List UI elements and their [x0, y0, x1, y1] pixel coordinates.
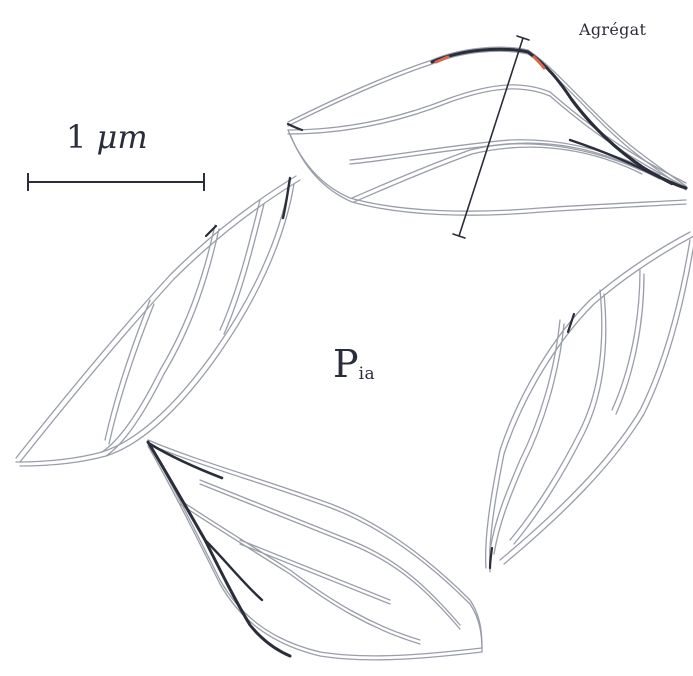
scale-value: 1 — [66, 118, 86, 156]
aggregate-left — [16, 176, 300, 466]
aggregate-width-measure-line — [453, 36, 529, 238]
aggregate-label: Agrégat — [579, 20, 646, 39]
pore-label-main: P — [333, 342, 359, 386]
aggregate-top — [288, 36, 686, 238]
scale-unit: μm — [97, 118, 148, 156]
aggregate-bottom — [148, 440, 482, 660]
scale-bar-label: 1 μm — [66, 118, 148, 156]
scale-bar — [28, 173, 204, 191]
aggregate-right — [486, 232, 693, 572]
pore-label: Pia — [333, 342, 375, 386]
pore-label-subscript: ia — [359, 364, 376, 384]
